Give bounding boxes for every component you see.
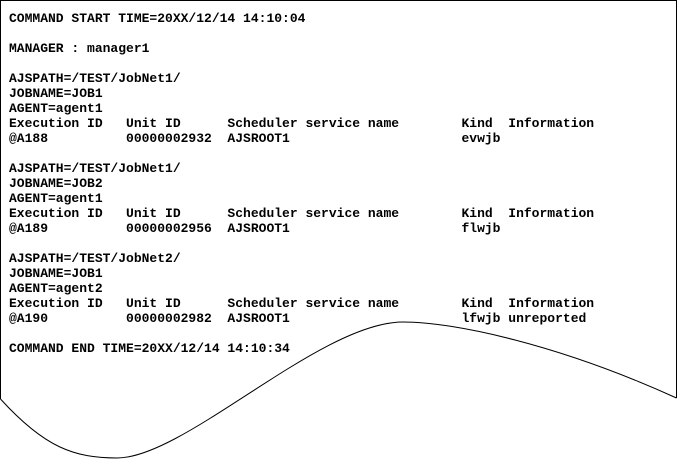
console-line: AJSPATH=/TEST/JobNet1/	[9, 71, 181, 86]
console-line: AGENT=agent1	[9, 191, 103, 206]
console-line: @A189 00000002956 AJSROOT1 flwjb	[9, 221, 501, 236]
console-line	[9, 26, 594, 41]
console-output: COMMAND START TIME=20XX/12/14 14:10:04 M…	[9, 11, 594, 356]
console-line	[9, 56, 594, 71]
console-line: @A188 00000002932 AJSROOT1 evwjb	[9, 131, 501, 146]
console-line: JOBNAME=JOB2	[9, 176, 103, 191]
console-line	[9, 146, 594, 161]
page-border-frame	[0, 0, 677, 399]
console-line: JOBNAME=JOB1	[9, 86, 103, 101]
console-line: COMMAND START TIME=20XX/12/14 14:10:04	[9, 11, 306, 26]
console-line	[9, 326, 594, 341]
wave-cutoff-line	[0, 321, 677, 459]
console-line: AGENT=agent1	[9, 101, 103, 116]
console-line: JOBNAME=JOB1	[9, 266, 103, 281]
console-line: MANAGER : manager1	[9, 41, 150, 56]
console-line: @A190 00000002982 AJSROOT1 lfwjb unrepor…	[9, 311, 587, 326]
console-line: Execution ID Unit ID Scheduler service n…	[9, 206, 595, 221]
console-line: AJSPATH=/TEST/JobNet2/	[9, 251, 181, 266]
console-line: AGENT=agent2	[9, 281, 103, 296]
console-line: AJSPATH=/TEST/JobNet1/	[9, 161, 181, 176]
console-line: Execution ID Unit ID Scheduler service n…	[9, 296, 595, 311]
console-line	[9, 236, 594, 251]
console-line: COMMAND END TIME=20XX/12/14 14:10:34	[9, 341, 290, 356]
console-line: Execution ID Unit ID Scheduler service n…	[9, 116, 595, 131]
